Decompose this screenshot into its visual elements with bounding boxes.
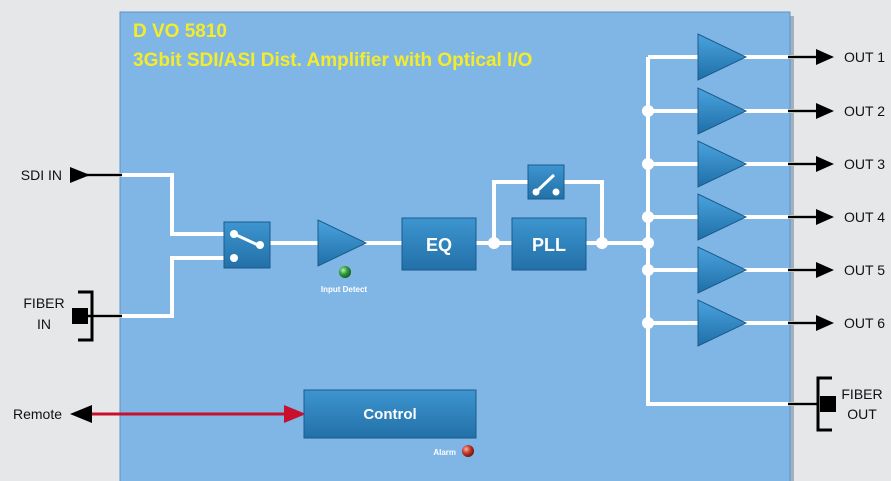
remote-label: Remote [13, 406, 62, 422]
bypass-switch [527, 164, 565, 200]
fiber-out-label-line2: OUT [847, 406, 877, 422]
fiber-in-plug-icon [72, 308, 88, 324]
junction-dot [642, 105, 654, 117]
eq-label: EQ [426, 235, 452, 255]
remote-left-arrow-icon [70, 405, 92, 423]
out-1-label: OUT 1 [844, 49, 885, 65]
control-label: Control [363, 406, 416, 423]
fiber-out-plug-icon [820, 396, 836, 412]
switch-contact-icon [552, 188, 560, 196]
eq-block [401, 217, 477, 271]
junction-dot [642, 317, 654, 329]
output-amplifiers [697, 33, 748, 347]
output-arrows [816, 49, 834, 331]
alarm-label: Alarm [433, 448, 456, 457]
pll-label: PLL [532, 235, 566, 255]
out-3-label: OUT 3 [844, 156, 885, 172]
input-detect-label: Input Detect [321, 285, 368, 294]
fiber-in-label-line2: IN [37, 316, 51, 332]
out-5-label: OUT 5 [844, 262, 885, 278]
junction-dot [488, 237, 500, 249]
fiber-in-connector-icon [78, 290, 94, 342]
wire-output-bus [646, 57, 818, 406]
wire-bypass [492, 180, 604, 243]
wire-sdi-in [88, 173, 224, 236]
out-5-amplifier-icon [697, 246, 748, 294]
out-1-amplifier-icon [697, 33, 748, 81]
junction-dot [596, 237, 608, 249]
product-description: 3Gbit SDI/ASI Dist. Amplifier with Optic… [133, 50, 532, 71]
input-switch [223, 221, 271, 269]
junction-dot [642, 264, 654, 276]
model-title: D VO 5810 [133, 21, 227, 42]
input-detect-led-icon [339, 266, 351, 278]
out-4-amplifier-icon [697, 193, 748, 241]
sdi-in-arrow-icon [70, 167, 90, 183]
out-4-label: OUT 4 [844, 209, 885, 225]
out-6-arrow-icon [816, 315, 834, 331]
out-2-label: OUT 2 [844, 103, 885, 119]
out-6-label: OUT 6 [844, 315, 885, 331]
switch-lever-icon [534, 173, 556, 194]
junction-dot [642, 237, 654, 249]
pll-block [511, 217, 587, 271]
fiber-out-connector-icon [816, 376, 832, 432]
out-1-arrow-icon [816, 49, 834, 65]
control-block [303, 389, 477, 439]
out-2-arrow-icon [816, 103, 834, 119]
out-6-amplifier-icon [697, 299, 748, 347]
switch-contact-icon [230, 254, 238, 262]
input-amplifier-icon [317, 219, 368, 267]
junction-dots [488, 105, 654, 329]
out-4-arrow-icon [816, 209, 834, 225]
out-2-amplifier-icon [697, 87, 748, 135]
fiber-in-label-line1: FIBER [23, 295, 64, 311]
fiber-out-label-line1: FIBER [841, 386, 882, 402]
alarm-led-icon [462, 445, 474, 457]
out-3-amplifier-icon [697, 140, 748, 188]
junction-dot [642, 211, 654, 223]
sdi-in-label: SDI IN [21, 167, 62, 183]
remote-right-arrow-icon [284, 405, 306, 423]
out-5-arrow-icon [816, 262, 834, 278]
wire-fiber-in [90, 256, 224, 318]
external-lines [86, 55, 818, 416]
out-3-arrow-icon [816, 156, 834, 172]
junction-dot [642, 158, 654, 170]
switch-contact-icon [256, 241, 264, 249]
switch-lever-icon [233, 232, 259, 247]
